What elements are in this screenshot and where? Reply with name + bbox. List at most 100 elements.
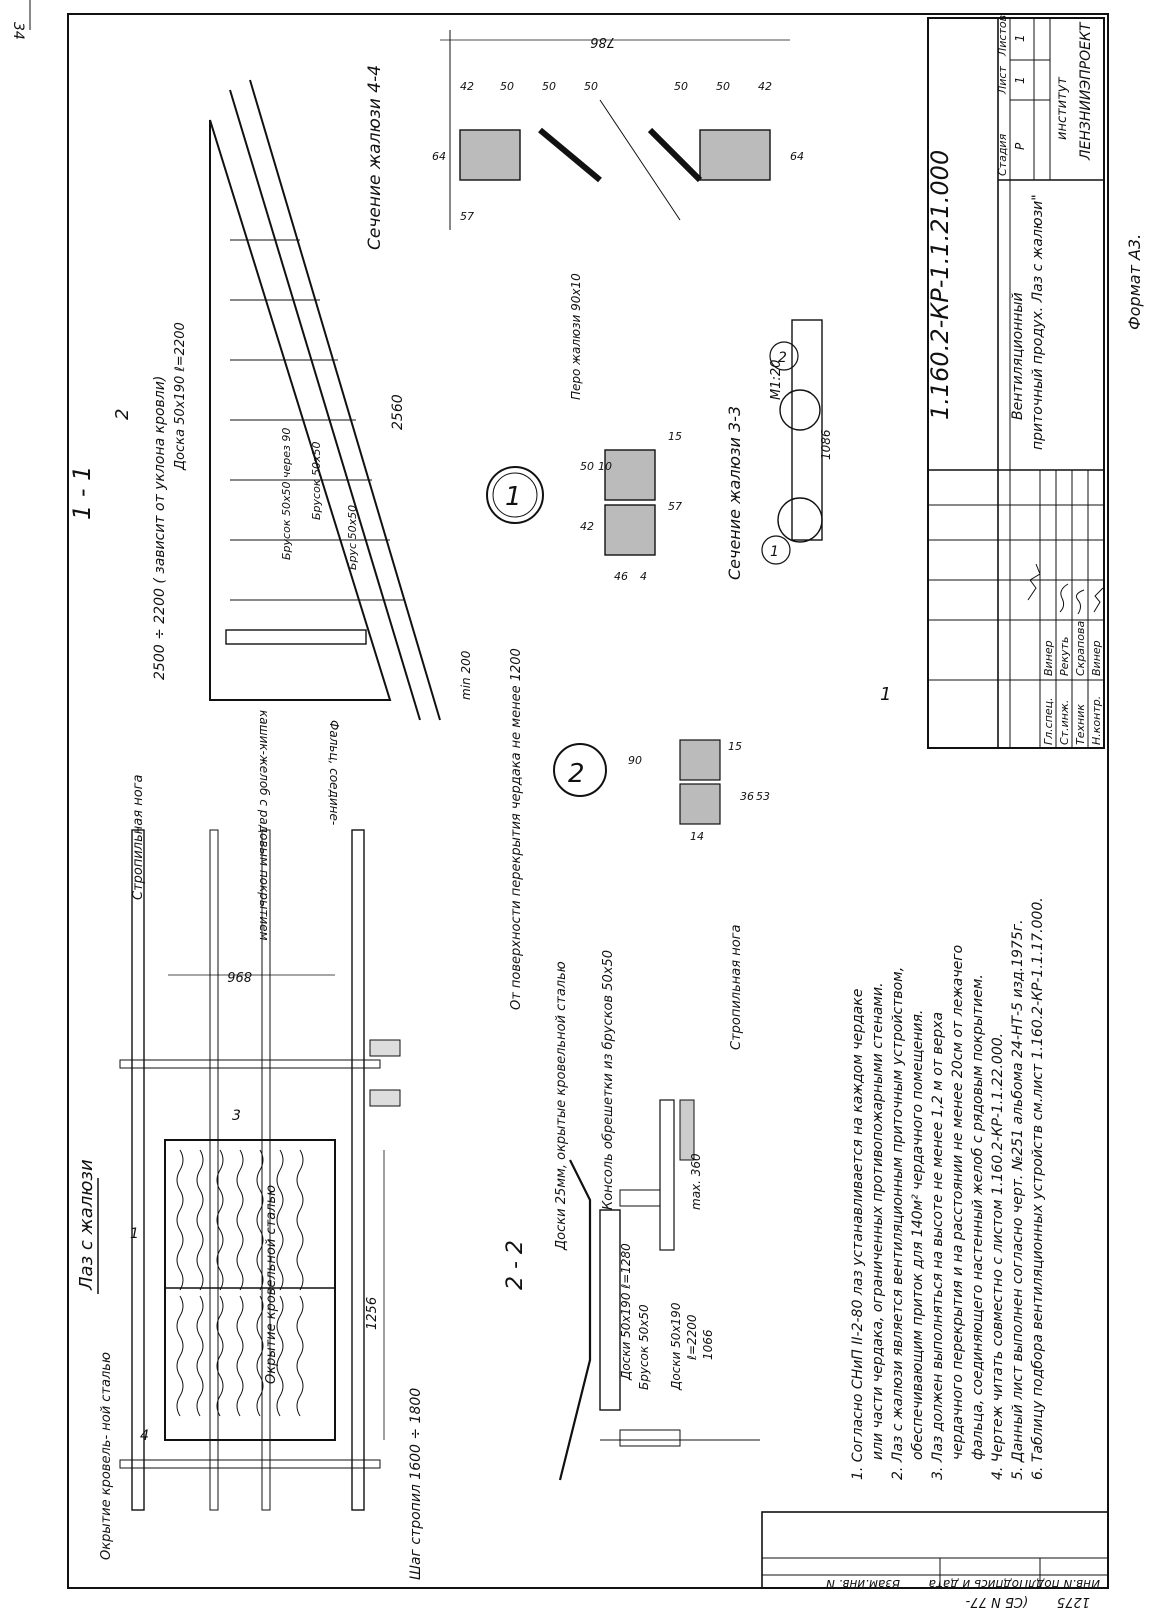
board-a: Доски 50х190 ℓ=1280 [619,1243,633,1381]
view-22: 2 - 2 Доски 25мм, окрытые кровельной ста… [503,648,760,1481]
board-11: Доска 50х190 ℓ=2200 [173,322,188,471]
louvre-grid [176,1149,304,1417]
staff-name-3: Скрапова [1074,621,1087,676]
note-1b: или части чердака, ограниченных противоп… [870,982,886,1460]
node-2: 2 90 15 36 53 14 [553,739,770,843]
n2-d5: 14 [690,830,704,843]
signature-1 [1027,563,1041,601]
n1-d7: 4 [640,570,647,583]
floor-note: От поверхности перекрытия чердака не мен… [509,648,524,1010]
side-stamp: Инв.N подл. Подпись и дата Взам.инв. N 1… [761,1511,1109,1609]
staff-role-4: Н.контр. [1090,696,1103,745]
console: Консоль обрешетки из брусков 50х50 [601,950,616,1210]
staff-role-3: Техник [1074,704,1087,745]
section-33: Сечение жалюзи 3-3 М1:20 2 1 1086 [725,319,833,580]
dim-min200: min 200 [459,650,473,700]
note-3b: чердачного перекрытия и на расстоянии не… [950,945,966,1460]
staff-name-2: Рекуть [1058,637,1071,676]
bar-a: Брусок 50х50 [637,1304,651,1390]
dim-64a: 64 [432,150,446,163]
view-11: 1 - 1 2 2500 ÷ 2200 ( зависит от уклона … [68,79,473,941]
staff-role-1: Гл.спец. [1042,697,1055,745]
dim-44-b: 50 [500,80,514,93]
misc-mark-1: 1 [880,684,891,705]
stamp-col-replace: Взам.инв. N [826,1577,900,1591]
stamp-col-sign: Подпись и дата [929,1577,1028,1591]
sheets-value: 1 [1013,34,1027,42]
note-1: 1. Согласно СНиП II-2-80 лаз устанавлива… [850,989,866,1480]
dim-1066: 1066 [701,1329,715,1360]
callout-top: Окрытие кровель- ной сталью [99,1352,114,1560]
dim-2560: 2560 [390,394,406,430]
stamp-val-sign: (СБ N 77- [965,1594,1028,1609]
cut-mark-1a: 1 [130,1226,139,1242]
doc-title-line1: Вентиляционный [1010,292,1026,420]
bars2-11: Брусок 50х50 [310,442,323,520]
dim-1086: 1086 [819,429,833,460]
section-33-title: Сечение жалюзи 3-3 [725,406,744,580]
note-3: 3. Лаз должен выполняться на высоте не м… [930,1012,946,1480]
n1-d2: 50 [580,460,594,473]
dim-57: 57 [460,210,474,223]
note-4: 4. Чертеж читать совместно с листом 1.16… [990,1033,1006,1480]
stage-value: Р [1013,142,1027,150]
note-top-11: 2500 ÷ 2200 ( зависит от уклона кровли) [152,376,168,680]
valve: Фальц, соедине- [327,720,341,825]
section-33-callout: 2 [778,350,787,366]
institute-label: институт [1055,77,1070,140]
note-2: 2. Лаз с жалюзи является вентиляционным … [890,967,906,1480]
dim-44-c: 50 [542,80,556,93]
n2-d4: 53 [756,790,770,803]
n1-d6: 46 [614,570,628,583]
pero: Перо жалюзи 90х10 [569,273,583,400]
n1-d1: 42 [580,520,594,533]
note-5: 5. Данный лист выполнен согласно черт. №… [1010,919,1026,1480]
section-33-callout-left: 1 [770,544,779,560]
doc-title-line2: приточный продух. Лаз с жалюзи" [1030,194,1046,450]
boards-top: Доски 25мм, окрытые кровельной сталью [554,961,569,1251]
dim-896: 896 [227,968,252,983]
callout-left: Окрытие кровельной сталью [264,1185,279,1384]
note-2b: обеспечивающим приток для 140м² чердачно… [910,1010,926,1460]
bars1-11: Брусок 50х50 через 90 [280,428,293,560]
bars3-11: Брус 50х50 [346,505,359,570]
dim-786: 786 [590,34,615,49]
dim-1256: 1256 [365,1297,380,1330]
view-laz: Лаз с жалюзи [76,775,424,1580]
note-6: 6. Таблицу подбора вентиляционных устрой… [1030,897,1046,1480]
dim-64b: 64 [790,150,804,163]
signature-4 [1093,587,1104,613]
rafter-22: Стропильная нога [729,925,744,1050]
note-3c: фальца, соединяющего настенный желоб с р… [970,974,986,1460]
n2-d3: 36 [740,790,754,803]
n2-d2: 15 [728,740,742,753]
dim-44-a: 42 [460,80,474,93]
notes: 1. Согласно СНиП II-2-80 лаз устанавлива… [850,897,1046,1480]
dim-44-d: 50 [584,80,598,93]
stamp-val-inv: 1275 [1057,1594,1090,1609]
node-1: 1 Перо жалюзи 90х10 42 50 10 15 57 46 4 [486,273,682,583]
sheets-header: Листов [996,15,1009,57]
title-block: 1.160.2-КР-1.1.21.000 Вентиляционный при… [926,15,1105,749]
max360: max. 360 [689,1153,703,1210]
board-b: Доски 50х190 [669,1302,683,1391]
cut-mark-4a: 4 [140,1428,149,1444]
stage-header: Стадия [996,133,1009,176]
rafter-pitch: Шаг стропил 1600 ÷ 1800 [408,1388,424,1580]
trough: кашик-желоб с радовым покрытием [257,710,271,941]
sheet-header: Лист [996,66,1009,95]
node-2-label: 2 [568,759,585,789]
board-b2: ℓ=2200 [685,1314,699,1361]
page-number: 34 [10,22,26,40]
n1-d3: 10 [598,460,612,473]
dim-44-g: 42 [758,80,772,93]
stamp-col-inv: Инв.N подл. [1025,1577,1100,1591]
node-1-label: 1 [505,482,522,512]
n2-d1: 90 [628,754,642,767]
n1-d5: 57 [668,500,682,513]
doc-code: 1.160.2-КР-1.1.21.000 [926,150,954,420]
n1-d4: 15 [668,430,682,443]
view-22-title: 2 - 2 [503,1240,528,1290]
dim-44-f: 50 [716,80,730,93]
